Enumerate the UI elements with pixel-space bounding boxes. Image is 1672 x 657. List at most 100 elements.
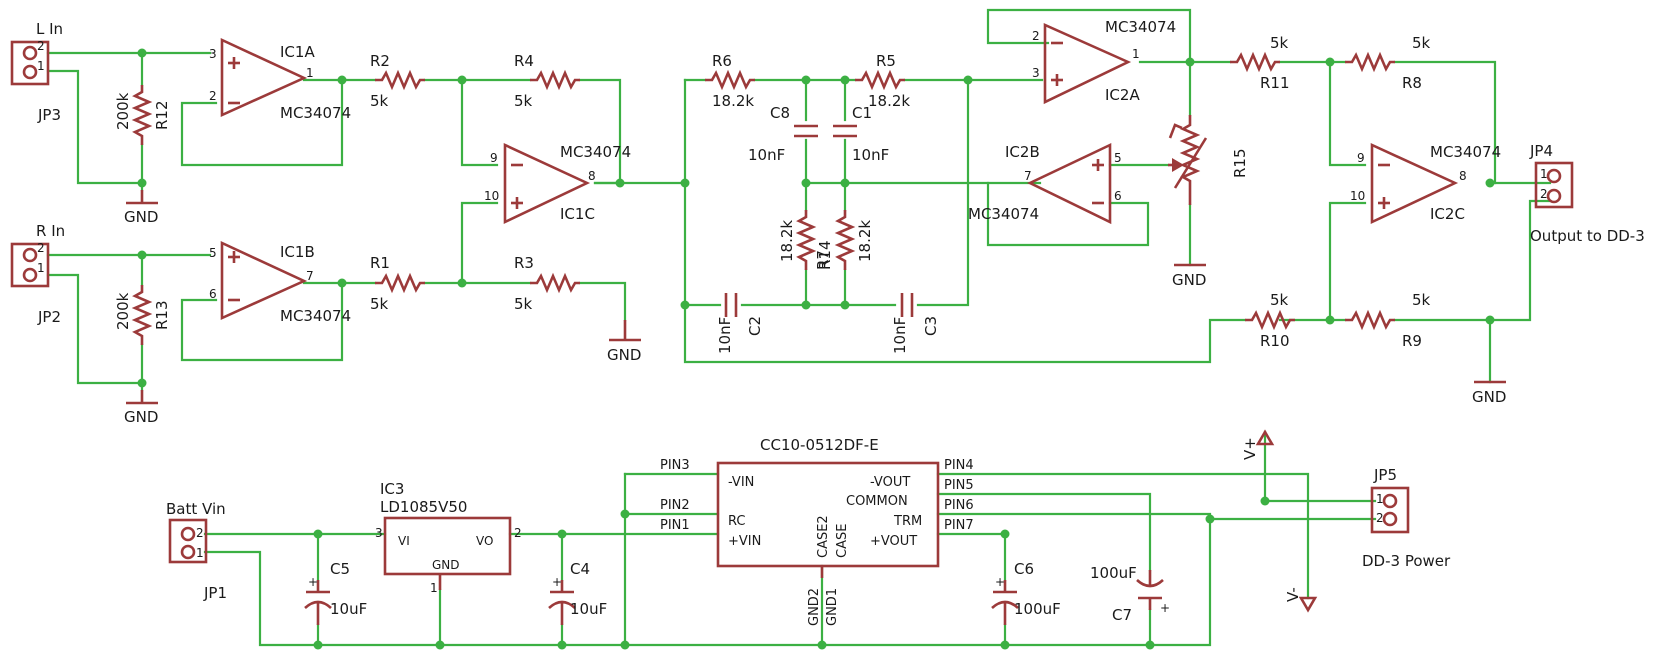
- c5-value: 10uF: [330, 600, 367, 618]
- converter-right-pin-3: TRM: [893, 514, 922, 529]
- ic1a-pin-minus: 2: [209, 89, 217, 103]
- c3-value: 10nF: [891, 317, 909, 354]
- svg-text:+: +: [995, 575, 1005, 589]
- jp4-caption: Output to DD-3: [1530, 227, 1645, 245]
- svg-text:+: +: [552, 575, 562, 589]
- converter-bottom-pin-2: GND1: [825, 588, 840, 626]
- c8-name: C8: [770, 104, 790, 122]
- c4-name: C4: [570, 560, 590, 578]
- ic1c-pin-plus: 10: [484, 189, 499, 203]
- ic2c-part: MC34074: [1430, 143, 1501, 161]
- capacitor-c6: + C6 100uF: [991, 560, 1061, 625]
- svg-text:+: +: [308, 575, 318, 589]
- ground-label-4: GND: [1172, 271, 1206, 289]
- regulator-ic3: IC3 LD1085V50 VI VO GND 3 2 1: [375, 480, 522, 595]
- r5-name: R5: [876, 52, 896, 70]
- jp5-pin-b: 2: [1376, 511, 1384, 525]
- wires: [46, 8, 1552, 647]
- ic2b-name: IC2B: [1005, 143, 1040, 161]
- r8-value: 5k: [1412, 34, 1431, 52]
- c2-value: 10nF: [716, 317, 734, 354]
- r1-name: R1: [370, 254, 390, 272]
- ic1b-part: MC34074: [280, 307, 351, 325]
- c4-value: 10uF: [570, 600, 607, 618]
- r14-name: R14: [816, 240, 834, 270]
- ic2b-part: MC34074: [968, 205, 1039, 223]
- jp2-pin-a: 2: [37, 241, 45, 255]
- resistor-r13: 200k R13: [114, 285, 171, 345]
- ground-label-2: GND: [124, 408, 158, 426]
- r6-value: 18.2k: [712, 92, 754, 110]
- jp3-pin-b: 1: [37, 59, 45, 73]
- jp1-pin-b: 1: [196, 546, 204, 560]
- c1-name: C1: [852, 104, 872, 122]
- r4-value: 5k: [514, 92, 533, 110]
- capacitor-c3: 10nF C3: [891, 293, 940, 354]
- jp5-caption: DD-3 Power: [1362, 552, 1451, 570]
- ground-label-3: GND: [607, 346, 641, 364]
- jp4-pin-b: 2: [1540, 187, 1548, 201]
- ic1c-pin-out: 8: [588, 169, 596, 183]
- jp3-name: JP3: [37, 106, 61, 124]
- ic2a-pin-out: 1: [1132, 47, 1140, 61]
- converter-net-pin6: PIN6: [944, 498, 974, 513]
- ic3-part: LD1085V50: [380, 498, 467, 516]
- resistor-r4: R4 5k: [514, 52, 580, 110]
- ic1b-pin-out: 7: [306, 269, 314, 283]
- c5-name: C5: [330, 560, 350, 578]
- ic3-pin3: 3: [375, 526, 383, 540]
- jp4-pin-a: 1: [1540, 167, 1548, 181]
- ic1c-name: IC1C: [560, 205, 595, 223]
- connector-jp5: JP5 1 2 DD-3 Power: [1362, 466, 1451, 570]
- converter-net-pin5: PIN5: [944, 478, 974, 493]
- r15-name: R15: [1231, 148, 1249, 178]
- ic2a-part: MC34074: [1105, 18, 1176, 36]
- resistor-r7: 18.2k R7: [778, 210, 832, 270]
- connector-jp1: Batt Vin 2 1 JP1: [166, 500, 227, 602]
- resistor-r6: R6 18.2k: [705, 52, 755, 110]
- converter-net-pin7: PIN7: [944, 518, 974, 533]
- converter-bottom-pin-1: GND2: [807, 588, 822, 626]
- ground-symbols: GND GND GND GND GND: [124, 190, 1506, 426]
- r11-value: 5k: [1270, 34, 1289, 52]
- ic3-pin-vo: VO: [476, 534, 493, 548]
- ic1a-part: MC34074: [280, 104, 351, 122]
- jp2-name: JP2: [37, 308, 61, 326]
- ic1c-pin-minus: 9: [490, 151, 498, 165]
- ic3-pin-vi: VI: [398, 534, 410, 548]
- resistor-r12: 200k R12: [114, 85, 171, 145]
- vminus-label: V-: [1284, 587, 1302, 602]
- converter-net-pin2: PIN2: [660, 498, 690, 513]
- jp4-title: JP4: [1529, 142, 1553, 160]
- ic1a-name: IC1A: [280, 43, 315, 61]
- connector-jp3: L In 2 1 JP3: [10, 20, 63, 124]
- jp2-title: R In: [36, 222, 65, 240]
- ic1a-pin-plus: 3: [209, 47, 217, 61]
- ic3-pin-gnd: GND: [432, 558, 460, 572]
- resistor-r2: R2 5k: [370, 52, 425, 110]
- connector-jp4: JP4 1 2 Output to DD-3: [1529, 142, 1645, 245]
- r9-value: 5k: [1412, 291, 1431, 309]
- capacitor-c5: + C5 10uF: [304, 560, 367, 625]
- converter-case-label-2: CASE: [835, 524, 850, 558]
- converter-left-pin-2: RC: [728, 514, 745, 529]
- ic2a-pin-plus: 3: [1032, 66, 1040, 80]
- converter-net-pin4: PIN4: [944, 458, 974, 473]
- ic1b-name: IC1B: [280, 243, 315, 261]
- vplus-label: V+: [1241, 437, 1259, 460]
- ic2c-pin-out: 8: [1459, 169, 1467, 183]
- junctions: [137, 48, 1495, 650]
- opamp-ic1b: IC1B MC34074 5 6 7: [209, 240, 351, 325]
- resistor-r1: R1 5k: [370, 254, 425, 313]
- r11-name: R11: [1260, 74, 1290, 92]
- svg-text:+: +: [1160, 601, 1170, 615]
- ic1a-pin-out: 1: [306, 66, 314, 80]
- c2-name: C2: [746, 316, 764, 336]
- r12-name: R12: [153, 100, 171, 130]
- ic1b-pin-minus: 6: [209, 287, 217, 301]
- ground-symbol-3: GND: [607, 320, 641, 364]
- r10-name: R10: [1260, 332, 1290, 350]
- converter-net-pin3: PIN3: [660, 458, 690, 473]
- potentiometer-r15: R15: [1168, 115, 1249, 205]
